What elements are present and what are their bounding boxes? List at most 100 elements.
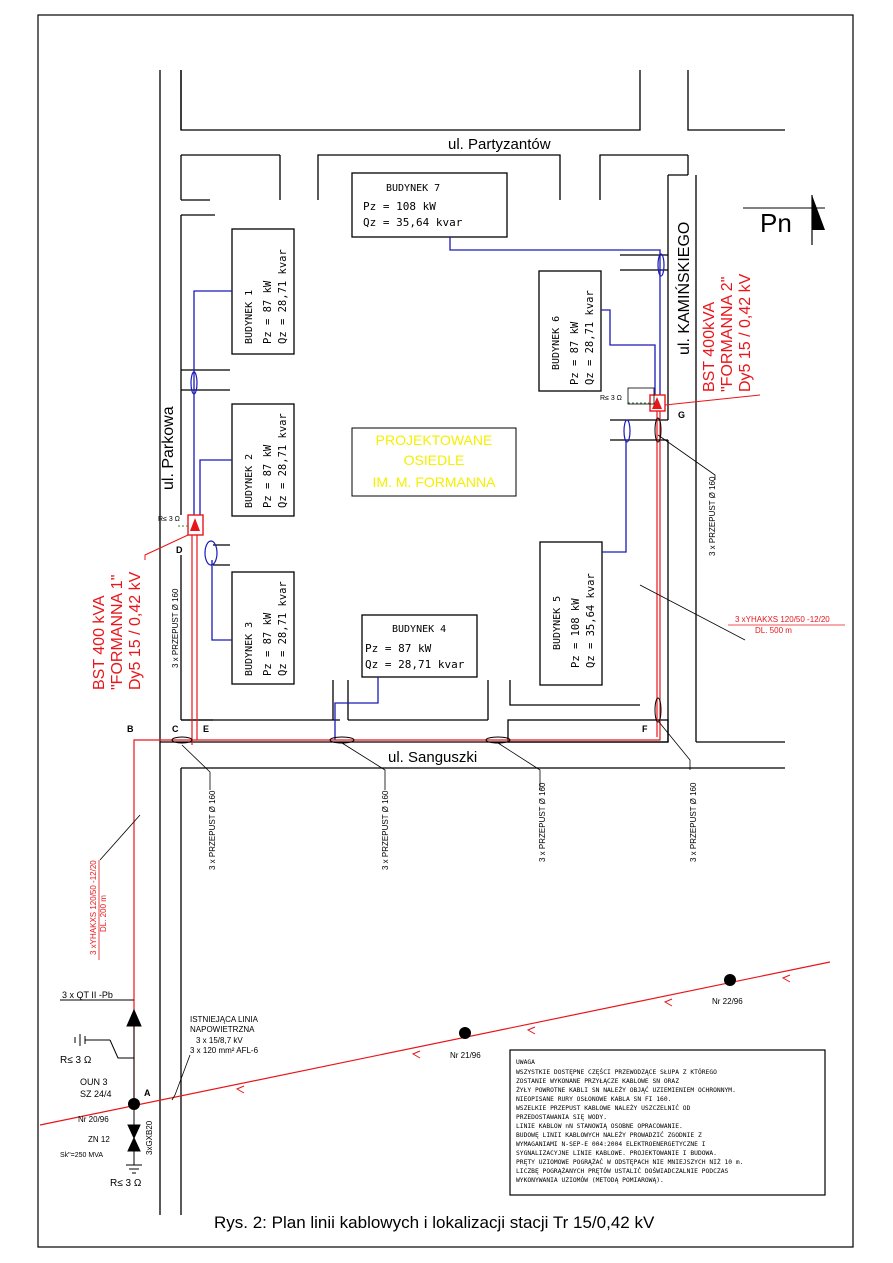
street-sanguszki: ul. Sanguszki (388, 749, 477, 766)
svg-text:BUDYNEK 2: BUDYNEK 2 (244, 454, 255, 508)
svg-text:Qz = 28,71 kvar: Qz = 28,71 kvar (277, 413, 289, 508)
svg-text:IM. M. FORMANNA: IM. M. FORMANNA (373, 474, 497, 490)
svg-text:Pz = 87 kW: Pz = 87 kW (262, 280, 274, 344)
point-d: D (176, 545, 183, 555)
point-b: B (127, 724, 134, 734)
svg-text:"FORMANNA 2": "FORMANNA 2" (719, 277, 736, 392)
mv-cables (39, 405, 831, 1126)
conduits (190, 253, 665, 566)
building-7: BUDYNEK 7 Pz = 108 kW Qz = 35,64 kvar (351, 172, 508, 238)
street-kaminskiego: ul. KAMIŃSKIEGO (674, 222, 693, 355)
svg-text:Qz = 35,64 kvar: Qz = 35,64 kvar (585, 573, 597, 668)
svg-text:Qz = 28,71 kvar: Qz = 28,71 kvar (277, 581, 289, 676)
svg-text:BUDYNEK 6: BUDYNEK 6 (551, 316, 562, 370)
poles (128, 974, 736, 1110)
pole-zn: ZN 12 (88, 1135, 110, 1144)
overhead-line-label: ISTNIEJĄCA LINIA NAPOWIETRZNA 3 x 15/8,7… (171, 1015, 259, 1101)
svg-text:BUDYNEK 1: BUDYNEK 1 (244, 290, 255, 344)
pole-22: Nr 22/96 (712, 997, 743, 1006)
przepust-labels: 3 x PRZEPUST Ø 160 3 x PRZEPUST Ø 160 3 … (171, 476, 717, 870)
pole-sk: Sk"=250 MVA (60, 1152, 103, 1159)
resistance-f1: R≤ 3 Ω (158, 516, 180, 523)
svg-text:Qz = 35,64 kvar: Qz = 35,64 kvar (363, 216, 463, 229)
svg-text:NAPOWIETRZNA: NAPOWIETRZNA (190, 1025, 255, 1034)
pole-sz: SZ 24/4 (80, 1089, 112, 1099)
station-leaders (144, 394, 761, 560)
svg-text:3 x PRZEPUST Ø 160: 3 x PRZEPUST Ø 160 (708, 476, 717, 556)
svg-text:Pz = 87 kW: Pz = 87 kW (262, 612, 274, 676)
building-2: BUDYNEK 2 Pz = 87 kW Qz = 28,71 kvar (231, 403, 295, 517)
building-5: BUDYNEK 5 Pz = 108 kW Qz = 35,64 kvar (539, 541, 603, 686)
point-c: C (172, 724, 179, 734)
svg-text:BUDYNEK 7: BUDYNEK 7 (386, 183, 440, 194)
svg-text:ZOSTANIE WYKONANE PRZYŁĄCZE KA: ZOSTANIE WYKONANE PRZYŁĄCZE KABLOWE SN O… (516, 1077, 679, 1085)
svg-text:WYKONYWANIA UZIOMÓW (METODĄ PO: WYKONYWANIA UZIOMÓW (METODĄ POMIAROWĄ). (516, 1175, 664, 1184)
cable-main-length: DL. 500 m (755, 626, 792, 635)
building-6: BUDYNEK 6 Pz = 87 kW Qz = 28,71 kvar (538, 270, 602, 392)
svg-text:"FORMANNA 1": "FORMANNA 1" (109, 575, 126, 690)
svg-text:Qz = 28,71 kvar: Qz = 28,71 kvar (365, 658, 465, 671)
svg-text:WSZYSTKIE DOSTĘPNE CZĘŚCI PRZE: WSZYSTKIE DOSTĘPNE CZĘŚCI PRZEWODZĄCE SŁ… (516, 1067, 717, 1076)
north-label: Pn (760, 208, 792, 238)
svg-text:PRĘTY UZIOMOWE POGRĄŻAĆ W ODST: PRĘTY UZIOMOWE POGRĄŻAĆ W ODSTĘPACH NIE … (516, 1157, 743, 1166)
svg-text:Qz = 28,71 kvar: Qz = 28,71 kvar (277, 249, 289, 344)
pole-qt: 3 x QT II -Pb (62, 990, 113, 1000)
svg-text:3 x 15/8,7 kV: 3 x 15/8,7 kV (196, 1036, 243, 1045)
svg-text:ISTNIEJĄCA LINIA: ISTNIEJĄCA LINIA (190, 1015, 259, 1024)
svg-text:BST 400kVA: BST 400kVA (701, 302, 718, 392)
svg-text:3 x PRZEPUST Ø 160: 3 x PRZEPUST Ø 160 (171, 588, 180, 668)
road-outlines (159, 70, 785, 1215)
street-partyzantow: ul. Partyzantów (448, 136, 551, 153)
svg-text:Qz = 28,71 kvar: Qz = 28,71 kvar (584, 290, 596, 385)
building-3: BUDYNEK 3 Pz = 87 kW Qz = 28,71 kvar (231, 571, 295, 685)
overhead-arrows (235, 974, 791, 1094)
station-formanna-2-symbol (649, 394, 666, 412)
svg-text:LINIE KABLOW nN STANOWIĄ OSOBN: LINIE KABLOW nN STANOWIĄ OSOBNE OPRACOWA… (516, 1122, 683, 1130)
svg-text:Dy5 15 / 0,42 kV: Dy5 15 / 0,42 kV (127, 571, 144, 690)
building-4: BUDYNEK 4 Pz = 87 kW Qz = 28,71 kvar (361, 614, 478, 678)
svg-text:Pz = 87 kW: Pz = 87 kW (569, 321, 581, 385)
svg-text:NIEOPISANE RURY OSŁONOWE KABLA: NIEOPISANE RURY OSŁONOWE KABLA SN FI 160… (516, 1096, 671, 1103)
svg-text:PROJEKTOWANE: PROJEKTOWANE (376, 432, 493, 448)
cable-feed-type: 3 xYHAKXS 120/50 -12/20 (89, 860, 98, 955)
svg-text:BST 400 kVA: BST 400 kVA (91, 595, 108, 690)
svg-text:BUDOWĘ LINII KABLOWYCH NALEŻY: BUDOWĘ LINII KABLOWYCH NALEŻY PROWADZIĆ … (516, 1130, 702, 1139)
svg-text:WSZELKIE PRZEPUST KABLOWE NALE: WSZELKIE PRZEPUST KABLOWE NALEŻY USZCZEL… (516, 1103, 691, 1112)
station-formanna-1-symbol (187, 514, 204, 536)
note-box: UWAGA WSZYSTKIE DOSTĘPNE CZĘŚCI PRZEWODZ… (509, 1049, 826, 1196)
project-title-box: PROJEKTOWANE OSIEDLE IM. M. FORMANNA (351, 427, 517, 497)
pole-oun: OUN 3 (80, 1077, 108, 1087)
cable-feed-length: DL. 200 m (99, 895, 108, 932)
station-formanna-2-label: BST 400kVA "FORMANNA 2" Dy5 15 / 0,42 kV (701, 273, 754, 392)
point-a: A (144, 1088, 151, 1098)
svg-text:UWAGA: UWAGA (516, 1059, 535, 1066)
svg-text:SYGNALIZACYJNE LINIE KABLOWE.: SYGNALIZACYJNE LINIE KABLOWE. PROJEKTOWA… (516, 1150, 717, 1157)
point-f: F (642, 724, 648, 734)
svg-text:Pz = 108 kW: Pz = 108 kW (570, 598, 582, 668)
svg-text:3 x 120 mm² AFL-6: 3 x 120 mm² AFL-6 (190, 1046, 259, 1055)
sheet-frame (37, 14, 854, 1248)
svg-text:BUDYNEK 4: BUDYNEK 4 (392, 624, 446, 635)
svg-text:Dy5 15 / 0,42 kV: Dy5 15 / 0,42 kV (737, 273, 754, 392)
point-g: G (678, 410, 685, 420)
figure-caption: Rys. 2: Plan linii kablowych i lokalizac… (214, 1213, 655, 1232)
svg-text:OSIEDLE: OSIEDLE (404, 452, 465, 468)
svg-text:3 x PRZEPUST Ø 160: 3 x PRZEPUST Ø 160 (538, 782, 547, 862)
svg-text:BUDYNEK 5: BUDYNEK 5 (552, 596, 563, 650)
pole-21: Nr 21/96 (450, 1051, 481, 1060)
svg-text:PRZEDOSTAWANIA SIĘ WODY.: PRZEDOSTAWANIA SIĘ WODY. (516, 1114, 607, 1121)
pole-bottom-resistance: R≤ 3 Ω (110, 1178, 142, 1189)
point-e: E (203, 724, 209, 734)
north-arrow: Pn (743, 195, 825, 245)
svg-text:Pz = 87 kW: Pz = 87 kW (262, 444, 274, 508)
svg-text:LICZBĘ POGRĄŻANYCH PRĘTÓW USTA: LICZBĘ POGRĄŻANYCH PRĘTÓW USTALIĆ DOŚWIA… (516, 1166, 729, 1175)
przepust-leaders (181, 434, 716, 790)
svg-text:3 x PRZEPUST Ø 160: 3 x PRZEPUST Ø 160 (689, 782, 698, 862)
pole-equipment-symbols (60, 999, 142, 1174)
svg-text:3 x PRZEPUST Ø 160: 3 x PRZEPUST Ø 160 (208, 790, 217, 870)
svg-text:Pz = 87 kW: Pz = 87 kW (365, 642, 432, 655)
svg-text:WYMAGANIAMI N-SEP-E 004:2004 E: WYMAGANIAMI N-SEP-E 004:2004 ELEKTROENER… (516, 1141, 706, 1148)
svg-text:ŻYŁY POWROTNE KABLI SN NALEŻY: ŻYŁY POWROTNE KABLI SN NALEŻY OBJĄĆ UZIE… (516, 1085, 736, 1094)
pole-nr: Nr 20/96 (78, 1115, 109, 1124)
